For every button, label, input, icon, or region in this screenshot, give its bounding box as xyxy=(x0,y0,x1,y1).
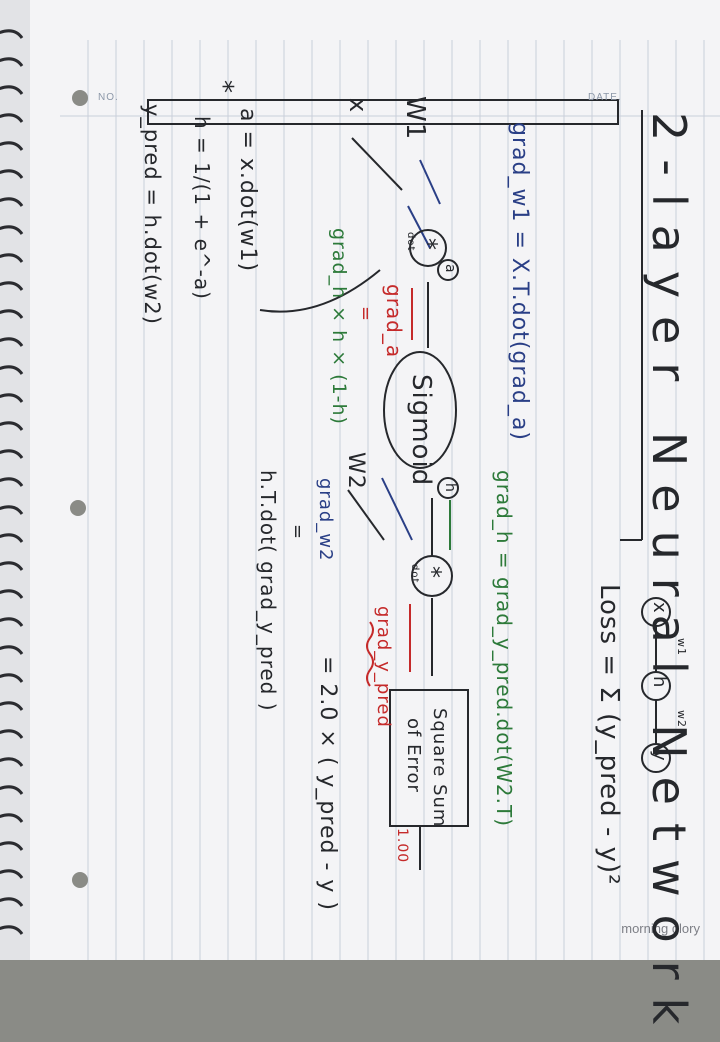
mult2-sub: dot xyxy=(409,564,420,584)
upstream-one: 1.00 xyxy=(394,828,410,864)
mult1-sub: dot xyxy=(405,232,416,252)
mini-node-y: y xyxy=(649,750,670,762)
paper-sheet xyxy=(0,0,720,960)
diagram-w2-label: W2 xyxy=(343,452,368,490)
grad-a-eq: = xyxy=(355,306,376,323)
mini-node-h: h xyxy=(649,676,670,689)
diagram-x-label: x xyxy=(344,98,372,114)
loss-formula: Loss = Σ (y_pred - y)² xyxy=(594,584,624,886)
ink-drawing xyxy=(259,110,671,870)
grad-h-formula: grad_h = grad_y_pred.dot(W2.T) xyxy=(492,470,516,828)
header-date: DATE. xyxy=(588,92,622,103)
ruled-lines xyxy=(87,40,705,960)
grad-w2-expr: h.T.dot( grad_y_pred ) xyxy=(256,470,280,712)
grad-y-pred-label: grad_y_pred xyxy=(373,606,394,728)
mult1-star: * xyxy=(414,238,442,251)
spiral-binding xyxy=(0,0,30,960)
handwriting-layer: 2-layer Neural Network x h y w1 w2 Loss … xyxy=(140,80,696,1042)
mult2-star: * xyxy=(418,566,446,579)
grad-w1-formula: grad_w1 = X.T.dot(grad_a) xyxy=(507,122,532,441)
grad-w2-eq: = xyxy=(287,524,308,541)
box-line2: of Error xyxy=(403,718,424,793)
node-h: h xyxy=(442,483,458,493)
forward-y: y_pred = h.dot(w2) xyxy=(140,104,164,325)
grad-w2-label: grad_w2 xyxy=(315,478,336,562)
sigmoid-label: Sigmoid xyxy=(406,374,436,487)
mini-node-x: x xyxy=(649,602,670,614)
title-frame xyxy=(147,99,619,125)
forward-h: h = 1/(1 + e^-a) xyxy=(190,116,214,300)
paper-background xyxy=(0,0,720,960)
brand-logo: morning glory xyxy=(621,921,700,936)
box-line1: Square Sum xyxy=(429,708,450,828)
forward-a: a = x.dot(w1) xyxy=(235,108,260,273)
mini-w1: w1 xyxy=(675,638,688,656)
grad-a-expr: grad_h × h × (1-h) xyxy=(328,228,350,425)
punch-holes xyxy=(70,90,88,888)
title-text: 2-layer Neural Network xyxy=(642,112,696,1042)
diagram-w1-label: W1 xyxy=(400,96,430,141)
header-no: NO. xyxy=(98,92,119,103)
mini-w2: w2 xyxy=(675,710,688,728)
grad-a-label: grad_a xyxy=(382,284,406,359)
grad-y-pred-formula: = 2.0 × ( y_pred - y ) xyxy=(315,656,340,911)
node-a: a xyxy=(442,264,458,274)
forward-star: * xyxy=(208,80,238,94)
